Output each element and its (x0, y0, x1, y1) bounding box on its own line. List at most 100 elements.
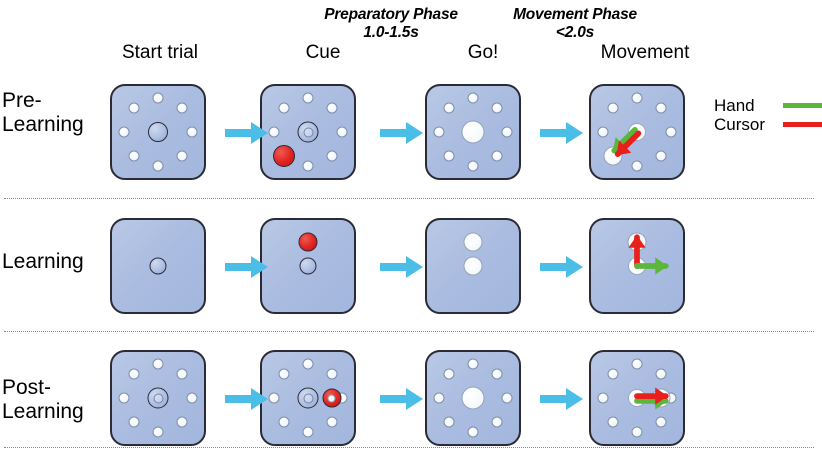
target-dot (631, 358, 643, 370)
target-dot (665, 126, 677, 138)
target-dot (443, 368, 455, 380)
legend-item-cursor: Cursor (714, 115, 822, 134)
panel-inner (591, 352, 683, 444)
column-title-movement: Movement (600, 42, 690, 63)
row-label-pre-learning: Pre- Learning (2, 89, 84, 136)
panel-pre-learning-movement[interactable] (589, 84, 685, 180)
center-cursor-ring (147, 387, 169, 409)
target-dot (302, 358, 314, 370)
panel-post-learning-start-trial[interactable] (110, 350, 206, 446)
trajectory-arrow-cursor (634, 387, 669, 405)
target-dot (655, 102, 667, 114)
center-start-disc (299, 257, 317, 275)
center-go-cue (463, 256, 483, 276)
target-dot (655, 368, 667, 380)
target-dot (501, 126, 513, 138)
target-dot (152, 358, 164, 370)
flow-arrow (380, 256, 423, 278)
flow-arrow (380, 388, 423, 410)
target-dot (607, 416, 619, 428)
target-dot (186, 126, 198, 138)
center-start-disc (149, 257, 167, 275)
target-dot (326, 416, 338, 428)
panel-learning-go-[interactable] (425, 218, 521, 314)
panel-pre-learning-start-trial[interactable] (110, 84, 206, 180)
target-dot (443, 416, 455, 428)
target-dot (128, 416, 140, 428)
row-label-learning: Learning (2, 250, 84, 273)
center-go-cue (461, 386, 485, 410)
center-cursor-ring (297, 387, 319, 409)
target-dot (655, 416, 667, 428)
legend-swatch-hand (782, 102, 822, 109)
target-dot (597, 392, 609, 404)
row-divider (4, 198, 814, 199)
target-dot (152, 426, 164, 438)
target-dot (443, 150, 455, 162)
target-dot (302, 426, 314, 438)
target-dot (326, 368, 338, 380)
flow-arrow (225, 122, 268, 144)
flow-arrow (540, 256, 583, 278)
target-dot (631, 426, 643, 438)
center-cursor-ring (297, 121, 319, 143)
trajectory-overlay (611, 127, 642, 157)
target-dot (443, 102, 455, 114)
target-dot (278, 368, 290, 380)
flow-arrow (380, 122, 423, 144)
panel-post-learning-go-[interactable] (425, 350, 521, 446)
cue-target-red (273, 144, 296, 167)
row-label-post-learning: Post- Learning (2, 376, 84, 423)
panel-inner (427, 352, 519, 444)
row-divider (4, 447, 814, 448)
panel-inner (262, 86, 354, 178)
target-dot (176, 368, 188, 380)
panel-inner (591, 86, 683, 178)
target-dot (152, 160, 164, 172)
column-title-cue: Cue (305, 42, 341, 63)
panel-learning-cue[interactable] (260, 218, 356, 314)
cue-target-red (322, 388, 342, 408)
target-dot (607, 102, 619, 114)
target-dot (491, 368, 503, 380)
target-dot (268, 126, 280, 138)
panel-inner (112, 86, 204, 178)
flow-arrow (540, 122, 583, 144)
panel-pre-learning-cue[interactable] (260, 84, 356, 180)
trajectory-overlay (628, 234, 669, 275)
legend-swatch-cursor (782, 121, 822, 128)
target-dot (278, 416, 290, 428)
target-dot (176, 416, 188, 428)
target-dot (491, 416, 503, 428)
column-title-start-trial: Start trial (121, 42, 199, 63)
center-go-cue (461, 120, 485, 144)
flow-arrow (540, 388, 583, 410)
target-dot (128, 102, 140, 114)
row-divider (4, 331, 814, 332)
panel-inner (427, 86, 519, 178)
panel-post-learning-cue[interactable] (260, 350, 356, 446)
target-dot (302, 160, 314, 172)
target-dot (118, 126, 130, 138)
target-dot (433, 392, 445, 404)
panel-pre-learning-go-[interactable] (425, 84, 521, 180)
panel-learning-start-trial[interactable] (110, 218, 206, 314)
trajectory-arrow-cursor (614, 130, 642, 157)
legend-label-hand: Hand (714, 95, 755, 115)
legend-label-cursor: Cursor (714, 114, 766, 134)
panel-post-learning-movement[interactable] (589, 350, 685, 446)
trajectory-arrow-hand (634, 257, 669, 275)
target-dot (631, 160, 643, 172)
target-dot (128, 150, 140, 162)
target-dot (467, 358, 479, 370)
cue-target-red (298, 232, 318, 252)
panel-inner (112, 220, 204, 312)
target-dot (655, 150, 667, 162)
target-dot (176, 102, 188, 114)
phase-label-movement: Movement Phase <2.0s (513, 6, 637, 42)
target-dot (118, 392, 130, 404)
panel-learning-movement[interactable] (589, 218, 685, 314)
target-dot (597, 126, 609, 138)
target-dot (467, 92, 479, 104)
target-dot (467, 160, 479, 172)
